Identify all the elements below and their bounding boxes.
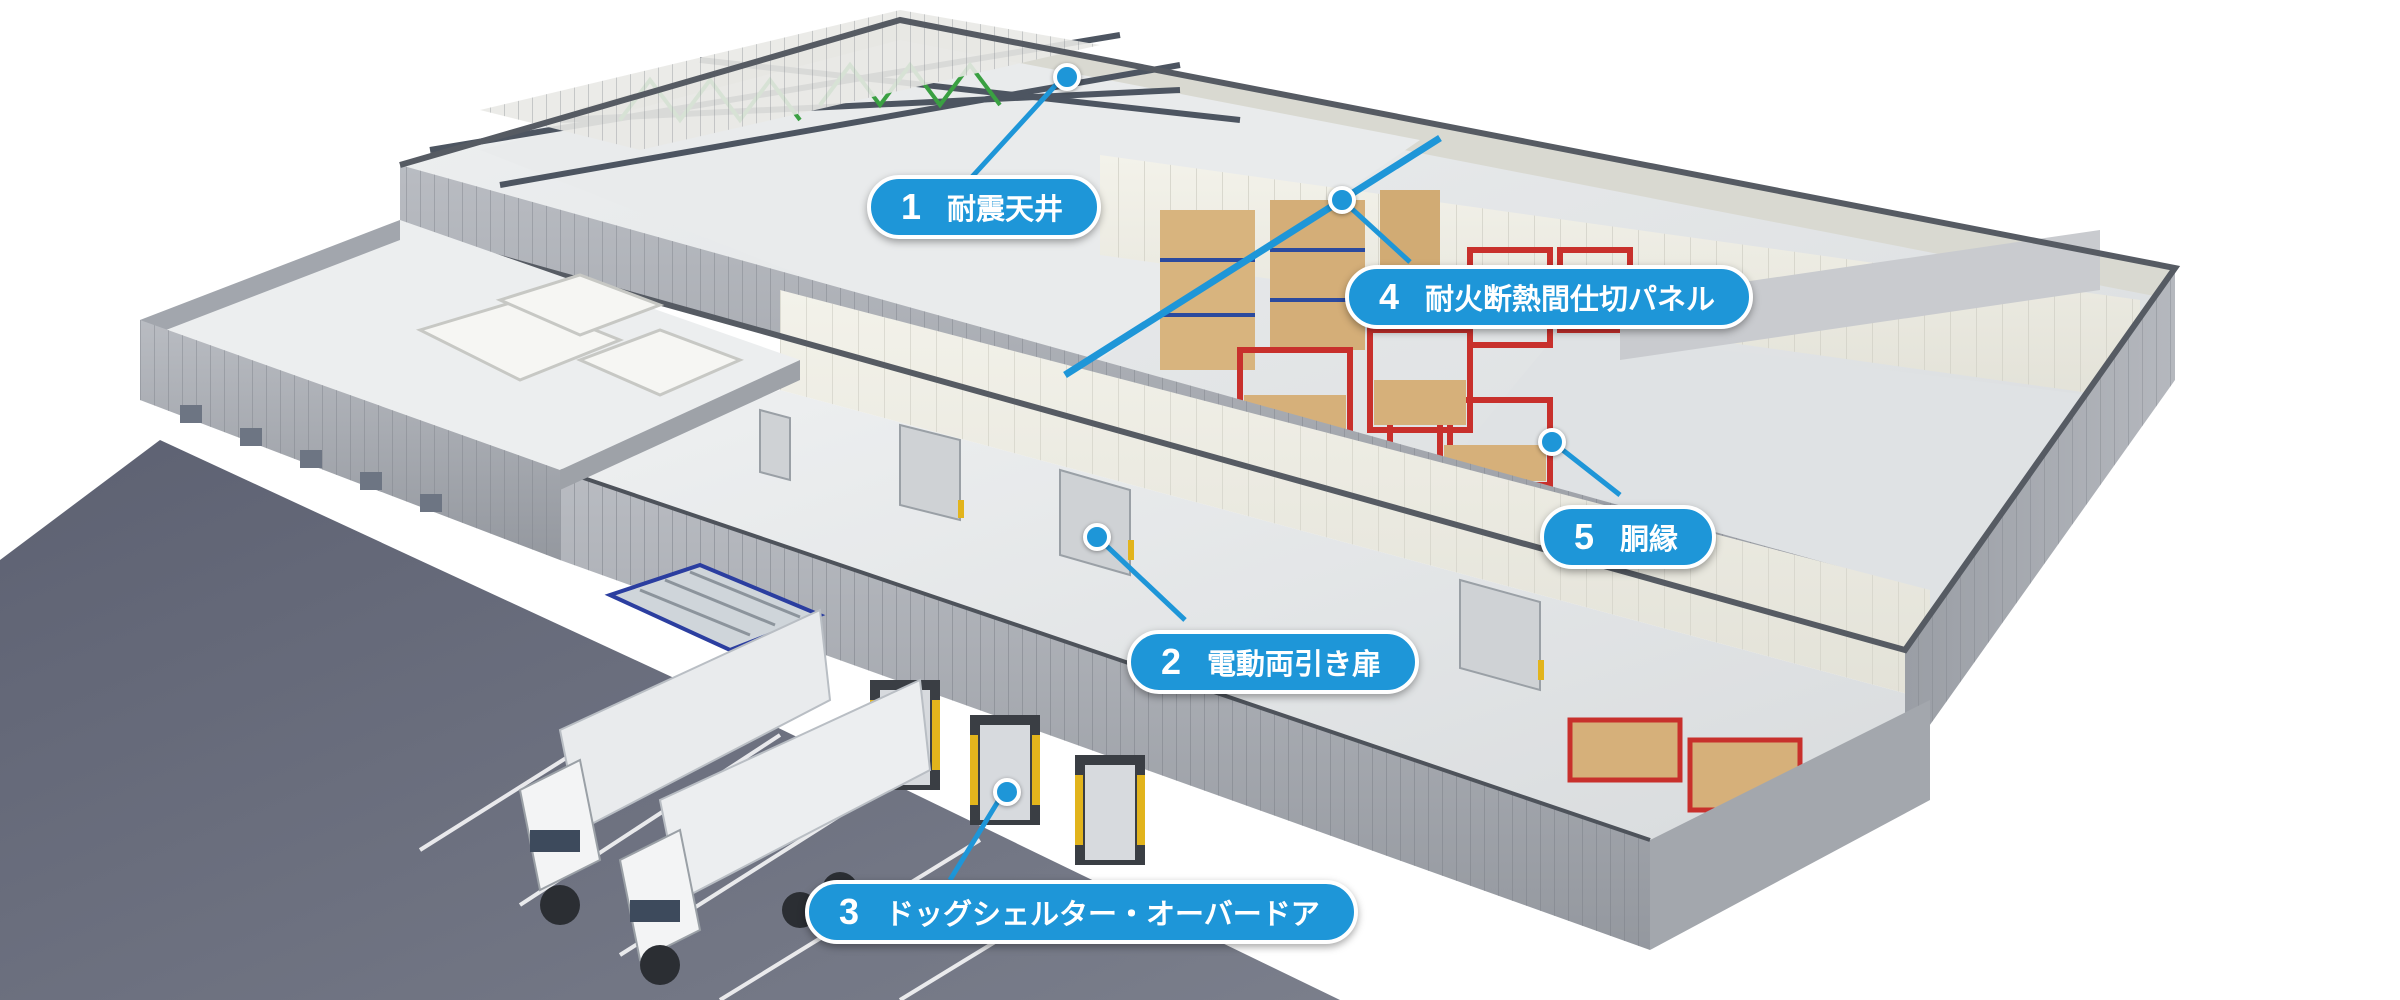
callout-4-marker: [1328, 186, 1356, 214]
callout-wall-girt[interactable]: 5 胴縁: [1540, 505, 1717, 569]
callout-dock-shelter-overdoor[interactable]: 3 ドッグシェルター・オーバードア: [805, 880, 1358, 944]
callout-2-marker: [1083, 523, 1111, 551]
callout-number: 1: [901, 186, 922, 227]
callout-seismic-ceiling[interactable]: 1 耐震天井: [867, 175, 1102, 239]
callout-1-marker: [1053, 63, 1081, 91]
callout-label: 電動両引き扉: [1207, 647, 1382, 681]
callout-electric-sliding-door[interactable]: 2 電動両引き扉: [1127, 630, 1420, 694]
callout-3-marker: [993, 778, 1021, 806]
callout-label: 耐震天井: [947, 192, 1064, 226]
callout-number: 3: [839, 891, 860, 932]
callout-label: ドッグシェルター・オーバードア: [885, 897, 1320, 931]
callout-number: 2: [1161, 641, 1182, 682]
callout-fireproof-partition-panel[interactable]: 4 耐火断熱間仕切パネル: [1345, 265, 1754, 329]
callout-label: 耐火断熱間仕切パネル: [1425, 282, 1716, 316]
callout-5-marker: [1538, 428, 1566, 456]
callout-number: 5: [1574, 516, 1595, 557]
callout-label: 胴縁: [1620, 522, 1679, 556]
callout-number: 4: [1379, 276, 1400, 317]
